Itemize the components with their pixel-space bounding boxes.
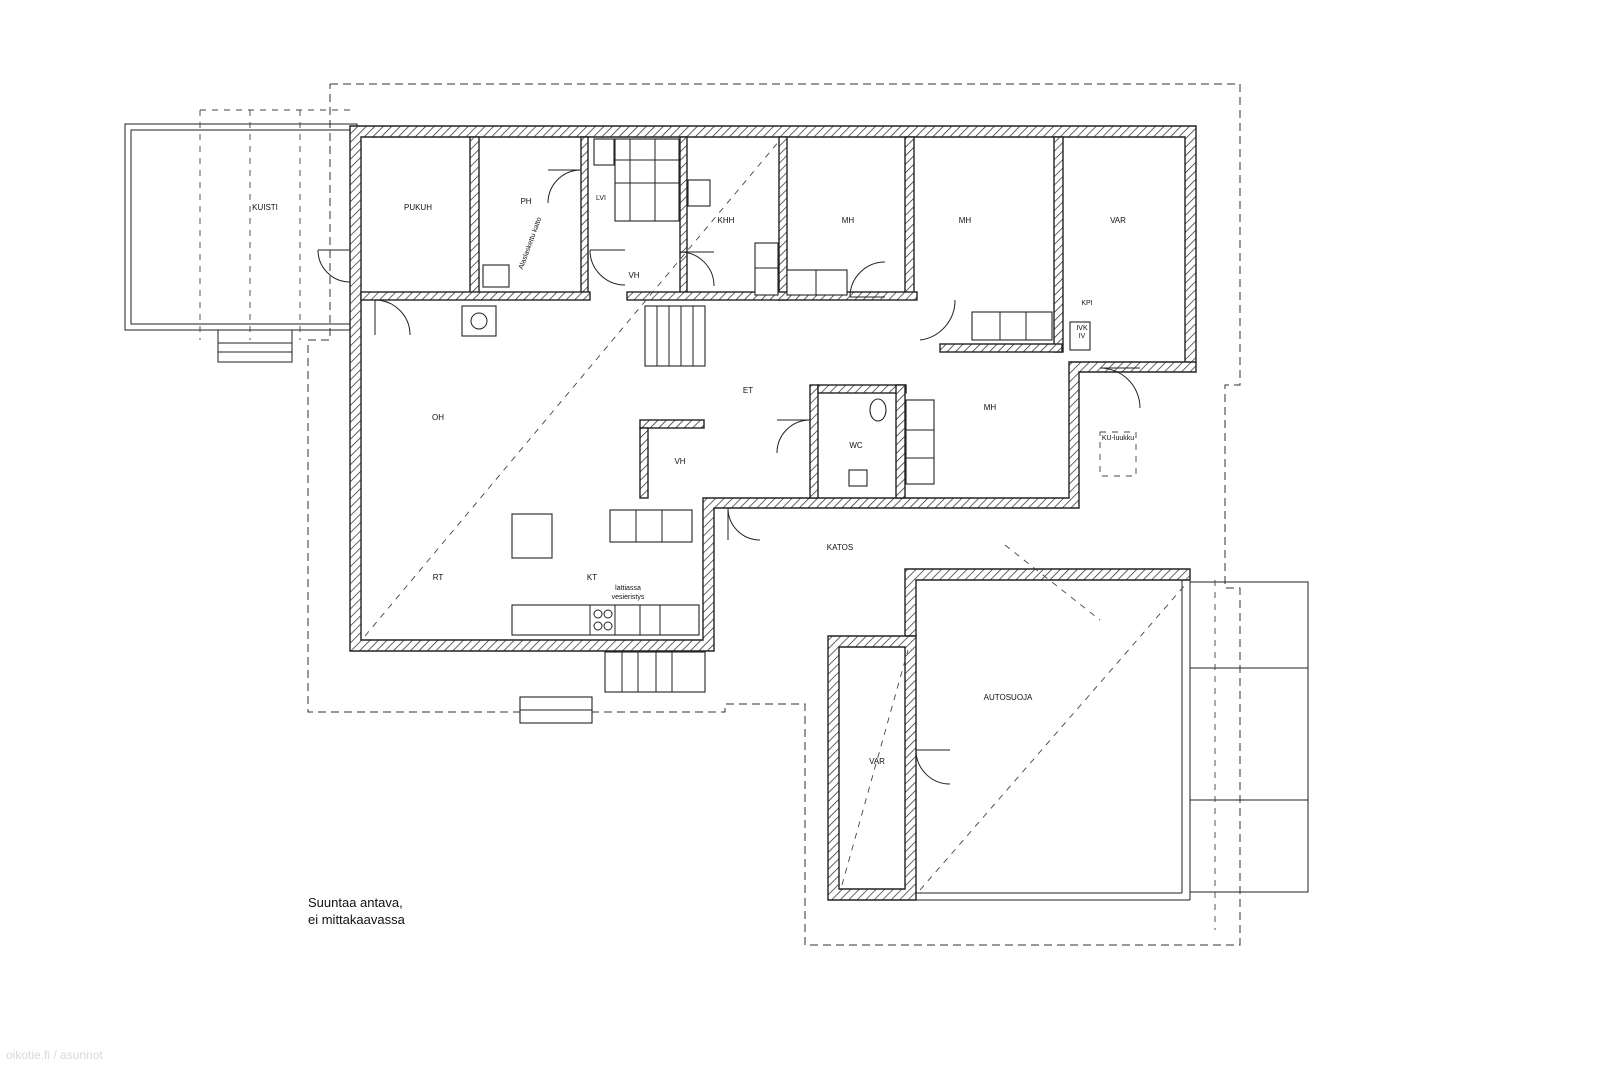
room-label-wc: WC <box>849 441 863 450</box>
room-label-kuisti: KUISTI <box>252 203 278 212</box>
label-iv: IV <box>1079 333 1086 340</box>
room-label-kt: KT <box>587 573 597 582</box>
label-ku-luukku: KU-luukku <box>1102 435 1134 442</box>
room-label-ph: PH <box>520 197 531 206</box>
scale-note-line-2: ei mittakaavassa <box>308 912 405 927</box>
room-label-autosuoja: AUTOSUOJA <box>984 693 1033 702</box>
room-label-mh-2: MH <box>959 216 972 225</box>
room-label-et: ET <box>743 386 753 395</box>
room-label-pukuh: PUKUH <box>404 203 432 212</box>
scale-note: Suuntaa antava, ei mittakaavassa <box>308 894 405 928</box>
annotation-lattiassa: lattiassa <box>615 585 641 592</box>
annotation-ph-ceiling: Alaslaskettu katto <box>518 216 543 270</box>
room-label-rt: RT <box>433 573 444 582</box>
label-kpi: KPI <box>1081 300 1092 307</box>
room-label-lvi: LVI <box>596 195 606 202</box>
fixtures <box>461 138 1137 724</box>
room-label-oh: OH <box>432 413 444 422</box>
room-label-vh-2: VH <box>674 457 685 466</box>
diagonal-lines <box>364 139 1186 891</box>
room-label-mh-3: MH <box>984 403 997 412</box>
label-ivk: IVK <box>1076 325 1088 332</box>
watermark: oikotie.fi / asunnot <box>6 1048 103 1062</box>
annotation-vesieristys: vesieristys <box>612 594 645 601</box>
scale-note-line-1: Suuntaa antava, <box>308 895 403 910</box>
room-label-var-1: VAR <box>1110 216 1126 225</box>
porch-kuisti <box>124 109 358 363</box>
garage-walls <box>827 568 1309 930</box>
house-walls <box>349 125 1197 652</box>
room-label-vh-1: VH <box>628 271 639 280</box>
room-label-katos: KATOS <box>827 543 853 552</box>
room-label-mh-1: MH <box>842 216 855 225</box>
doors <box>317 169 1141 785</box>
roof-outline <box>307 83 1241 946</box>
room-label-khh: KHH <box>718 216 735 225</box>
room-label-var-2: VAR <box>869 757 885 766</box>
